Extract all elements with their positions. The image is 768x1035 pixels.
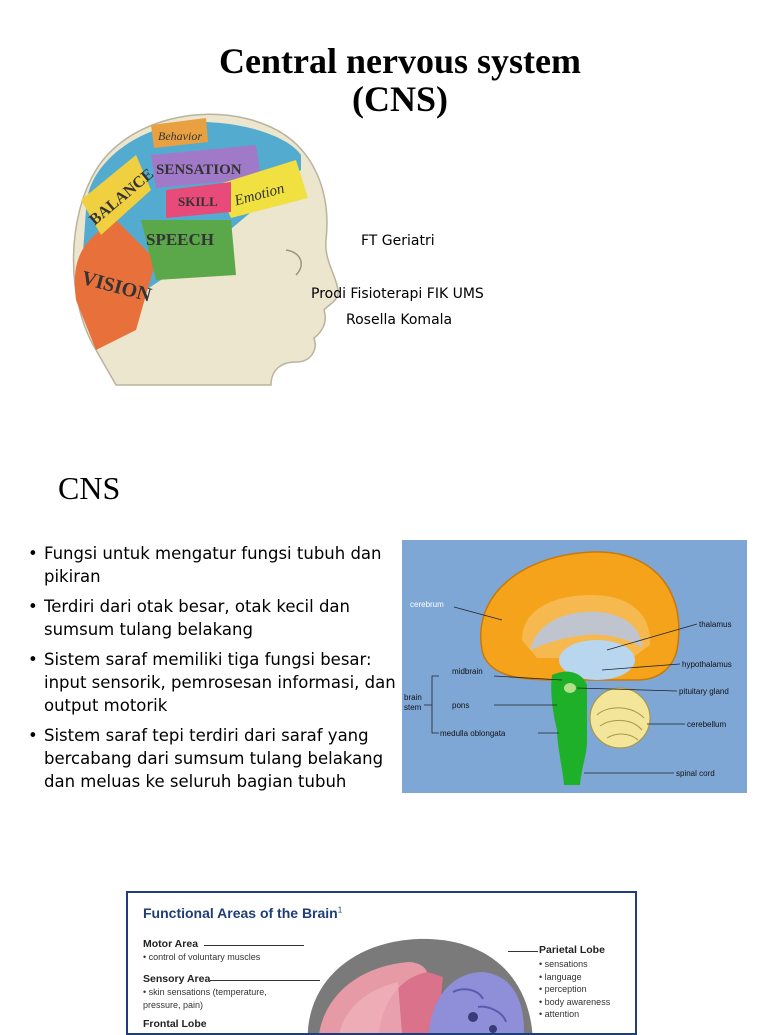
label-frontal-lobe: Frontal Lobe xyxy=(143,1018,207,1030)
motor-area-description: • control of voluntary muscles xyxy=(143,952,261,962)
sensory-area-leader-line xyxy=(210,980,320,981)
slide-heading-cns: CNS xyxy=(58,470,121,506)
bullet-item: Sistem saraf memiliki tiga fungsi besar:… xyxy=(28,648,400,717)
label-brain-stem-line2: stem xyxy=(404,703,422,712)
motor-area-leader-line xyxy=(204,945,304,946)
subtitle-ft-geriatri: FT Geriatri xyxy=(361,233,435,249)
panel-title: Functional Areas of the Brain1 xyxy=(143,905,342,921)
label-pituitary-gland: pituitary gland xyxy=(679,687,729,696)
label-brain-stem-line1: brain xyxy=(404,693,422,702)
functional-areas-panel: Functional Areas of the Brain1 Motor Are… xyxy=(126,891,637,1035)
slide-title-heading: Central nervous system (CNS) xyxy=(160,42,640,118)
phrenology-head-illustration: BALANCE Behavior SENSATION Emotion SKILL… xyxy=(72,113,339,386)
slide-cns: CNS Fungsi untuk mengatur fungsi tubuh d… xyxy=(0,420,768,830)
slide-functional-areas: Functional Areas of the Brain1 Motor Are… xyxy=(0,850,768,1035)
region-behavior: Behavior xyxy=(158,129,202,143)
label-spinal-cord: spinal cord xyxy=(676,769,715,778)
label-pons: pons xyxy=(452,701,469,710)
region-skill: SKILL xyxy=(178,194,218,209)
title-line-2: (CNS) xyxy=(352,79,448,119)
brain-cross-section-diagram: cerebrum thalamus hypothalamus pituitary… xyxy=(402,540,747,793)
panel-title-text: Functional Areas of the Brain xyxy=(143,905,338,921)
author-name: Rosella Komala xyxy=(346,312,453,328)
parietal-lobe-description: • sensations • language • perception • b… xyxy=(539,959,611,1019)
bullet-list: Fungsi untuk mengatur fungsi tubuh dan p… xyxy=(28,542,400,800)
region-speech: SPEECH xyxy=(146,230,214,249)
bullet-item: Sistem saraf tepi terdiri dari saraf yan… xyxy=(28,724,400,793)
label-parietal-lobe: Parietal Lobe xyxy=(539,944,605,956)
department-name: Prodi Fisioterapi FIK UMS xyxy=(311,286,484,302)
label-midbrain: midbrain xyxy=(452,667,483,676)
label-cerebellum: cerebellum xyxy=(687,720,726,729)
label-motor-area: Motor Area xyxy=(143,938,199,950)
label-medulla-oblongata: medulla oblongata xyxy=(440,729,506,738)
label-thalamus: thalamus xyxy=(699,620,731,629)
functional-areas-brain-diagram xyxy=(307,938,533,1033)
slide-title: Central nervous system (CNS) BALANCE Beh… xyxy=(0,0,768,400)
bullet-item: Fungsi untuk mengatur fungsi tubuh dan p… xyxy=(28,542,400,588)
panel-title-footnote: 1 xyxy=(337,905,343,915)
sensory-area-description: • skin sensations (temperature, pressure… xyxy=(143,987,267,1010)
label-sensory-area: Sensory Area xyxy=(143,973,211,985)
title-line-1: Central nervous system xyxy=(219,41,581,81)
label-hypothalamus: hypothalamus xyxy=(682,660,732,669)
parietal-lobe-leader-line xyxy=(508,951,538,952)
bullet-item: Terdiri dari otak besar, otak kecil dan … xyxy=(28,595,400,641)
region-sensation: SENSATION xyxy=(156,162,242,178)
label-cerebrum: cerebrum xyxy=(410,600,444,609)
